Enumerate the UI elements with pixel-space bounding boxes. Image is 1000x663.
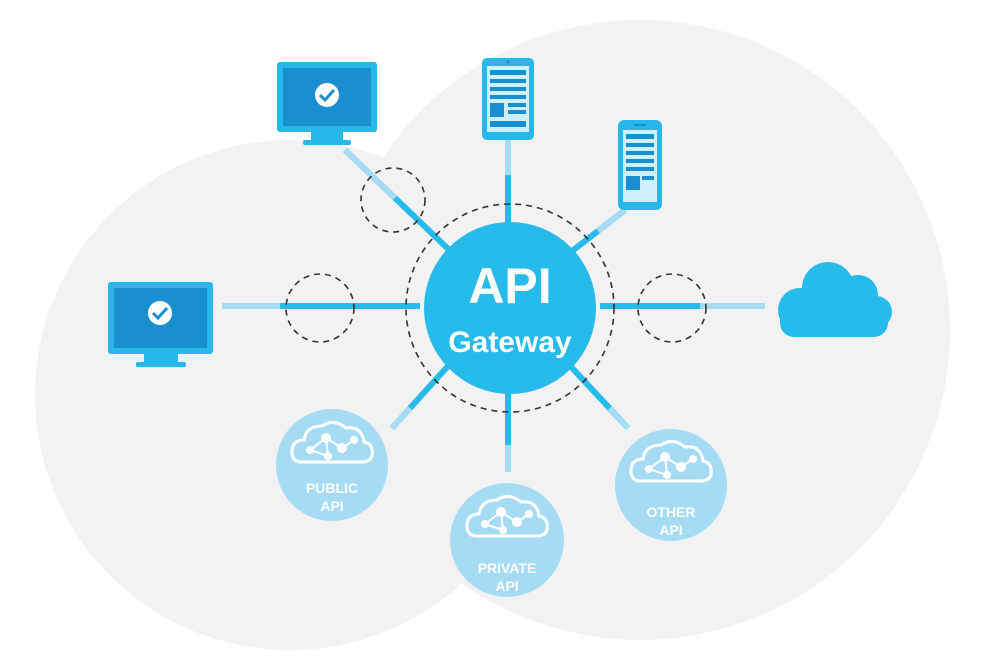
smartphone-icon bbox=[618, 120, 662, 210]
dashed-ring-left bbox=[285, 273, 355, 343]
other-api-node: OTHER API bbox=[615, 429, 727, 541]
dashed-ring-right bbox=[637, 273, 707, 343]
gateway-title: API bbox=[468, 258, 551, 314]
gateway-dashed-ring bbox=[405, 203, 615, 413]
gateway-hub: API Gateway bbox=[424, 222, 596, 394]
other-api-label-line2: API bbox=[659, 522, 682, 538]
private-api-label-line1: PRIVATE bbox=[478, 560, 537, 576]
dashed-ring-top-left bbox=[360, 167, 426, 233]
cloud-icon bbox=[778, 262, 892, 337]
private-api-label-line2: API bbox=[495, 578, 518, 594]
dashed-rings bbox=[285, 167, 707, 413]
public-api-node: PUBLIC API bbox=[276, 409, 388, 521]
public-api-label-line1: PUBLIC bbox=[306, 480, 358, 496]
other-api-label-line1: OTHER bbox=[647, 504, 696, 520]
desktop-monitor-icon-top bbox=[277, 62, 377, 145]
gateway-subtitle: Gateway bbox=[448, 326, 572, 359]
tablet-icon bbox=[482, 58, 534, 140]
public-api-label-line2: API bbox=[320, 498, 343, 514]
desktop-monitor-icon-left bbox=[108, 282, 213, 367]
checkmark-icon bbox=[315, 83, 339, 107]
background-circle-left bbox=[35, 140, 545, 650]
checkmark-icon bbox=[148, 301, 172, 325]
private-api-node: PRIVATE API bbox=[450, 483, 564, 597]
